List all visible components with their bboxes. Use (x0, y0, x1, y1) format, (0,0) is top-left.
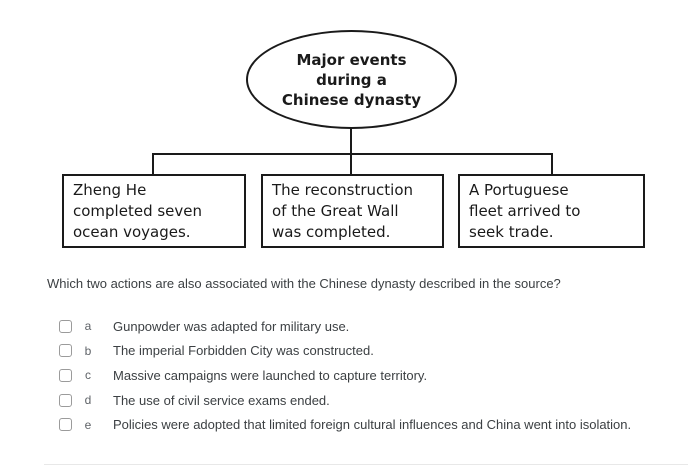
option-text: Massive campaigns were launched to captu… (113, 367, 428, 383)
event-box-line: fleet arrived to (469, 202, 581, 220)
connector-left-stub (152, 153, 154, 176)
event-box-line: The reconstruction (272, 181, 414, 199)
event-box-line: seek trade. (469, 223, 554, 241)
option-letter: b (84, 343, 92, 358)
option-row-b: b The imperial Forbidden City was constr… (59, 339, 659, 364)
option-text: Policies were adopted that limited forei… (113, 417, 632, 433)
connector-root-line (350, 126, 352, 175)
event-box-great-wall: The reconstruction of the Great Wall was… (261, 174, 444, 248)
option-checkbox-e[interactable] (59, 418, 72, 432)
option-text: The imperial Forbidden City was construc… (113, 343, 374, 359)
option-row-e: e Policies were adopted that limited for… (59, 412, 659, 437)
bottom-divider (44, 464, 688, 465)
option-letter: a (84, 319, 92, 334)
option-row-a: a Gunpowder was adapted for military use… (59, 314, 659, 339)
event-box-line: of the Great Wall (272, 202, 399, 220)
option-checkbox-a[interactable] (59, 319, 72, 333)
event-box-line: ocean voyages. (73, 223, 191, 241)
option-checkbox-c[interactable] (59, 368, 72, 382)
root-node-line: Major events (296, 50, 407, 69)
connector-right-stub (551, 153, 553, 176)
event-box-line: A Portuguese (469, 181, 569, 199)
event-box-line: Zheng He (73, 181, 147, 199)
root-node-line: Chinese dynasty (281, 90, 422, 109)
event-box-line: completed seven (73, 202, 203, 220)
option-row-d: d The use of civil service exams ended. (59, 388, 659, 413)
option-letter: e (84, 417, 92, 432)
event-box-zheng-he: Zheng He completed seven ocean voyages. (62, 174, 246, 248)
event-box-line: was completed. (272, 223, 391, 241)
root-node-line: during a (316, 70, 387, 89)
question-text: Which two actions are also associated wi… (47, 276, 561, 291)
option-text: Gunpowder was adapted for military use. (113, 318, 350, 334)
options-list: a Gunpowder was adapted for military use… (59, 314, 659, 437)
option-text: The use of civil service exams ended. (113, 392, 330, 408)
diagram-root-node: Major events during a Chinese dynasty (246, 30, 457, 129)
option-checkbox-d[interactable] (59, 393, 72, 407)
connector-horizontal-line (152, 153, 553, 155)
option-checkbox-b[interactable] (59, 344, 72, 358)
event-box-portuguese-fleet: A Portuguese fleet arrived to seek trade… (458, 174, 645, 248)
option-letter: c (85, 368, 91, 383)
option-letter: d (84, 393, 92, 408)
option-row-c: c Massive campaigns were launched to cap… (59, 363, 659, 388)
